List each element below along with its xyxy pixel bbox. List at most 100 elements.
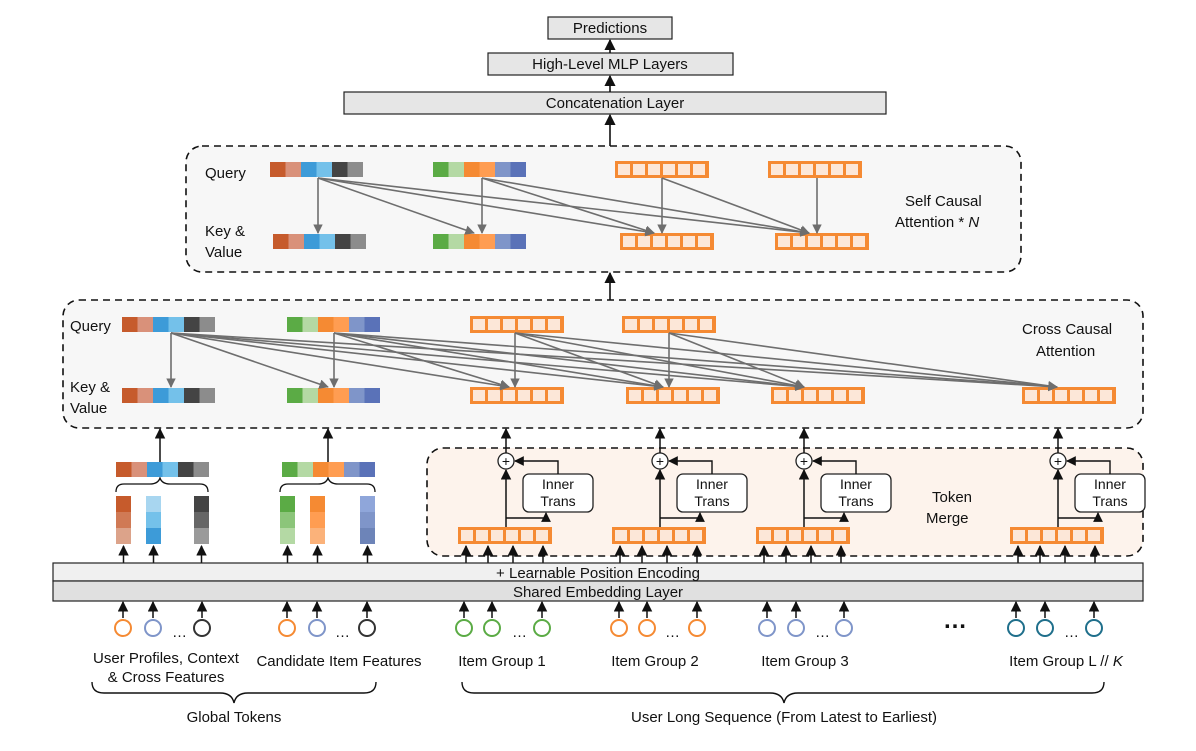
merged-seq-token-cell (789, 530, 801, 541)
position-encoding-label: + Learnable Position Encoding (496, 565, 700, 582)
self-key-seq-token-cell (683, 236, 695, 247)
cross-attention-arrow (170, 332, 329, 389)
token-merge-title-2: Merge (926, 510, 969, 527)
cross-key-user-token-cell (122, 388, 138, 403)
add-symbol: + (502, 453, 510, 469)
self-key-seq-token-cell (793, 236, 805, 247)
user-profile-stack (116, 496, 131, 544)
group1-item-circle (483, 619, 501, 637)
user-features-label-2: & Cross Features (108, 669, 225, 686)
self-attention-arrow (317, 177, 810, 237)
self-key-seq-token (620, 233, 714, 250)
self-query-candidate-token-cell (479, 162, 495, 177)
global-candidate-token-cell (359, 462, 375, 477)
group1-item-circle (455, 619, 473, 637)
cross-query-user-token-cell (184, 317, 200, 332)
self-query-seq-token-cell (678, 164, 690, 175)
position-encoding-layer: + Learnable Position Encoding (52, 562, 1144, 582)
merged-seq-token (612, 527, 706, 544)
merged-seq-token-cell (774, 530, 786, 541)
self-key-user-token-cell (335, 234, 351, 249)
merged-seq-token-cell (1058, 530, 1070, 541)
cross-attention-arrow (668, 332, 1058, 391)
self-query-candidate-token-cell (495, 162, 511, 177)
cross-attention-title-2: Attention (1036, 343, 1095, 360)
self-key-candidate-token-cell (464, 234, 480, 249)
candidate-stack-1-cell (280, 496, 295, 512)
cross-key-seq-token-cell (659, 390, 671, 401)
self-key-candidate-token-cell (433, 234, 449, 249)
cross-key-seq-token (1022, 387, 1116, 404)
cross-feature-stack-cell (194, 496, 209, 512)
merged-seq-token-cell (476, 530, 488, 541)
self-key-candidate-token-cell (448, 234, 464, 249)
self-key-seq-token-cell (698, 236, 710, 247)
self-query-seq-token (615, 161, 709, 178)
candidate-stack-3-cell (360, 496, 375, 512)
cross-key-candidate-token-cell (287, 388, 303, 403)
candidate-stack-1-cell (280, 528, 295, 544)
cross-key-seq-token-cell (473, 390, 485, 401)
global-user-token-cell (116, 462, 132, 477)
cross-query-seq-token-cell (518, 319, 530, 330)
cross-query-user-token (122, 317, 215, 332)
cross-query-seq-token-cell (685, 319, 697, 330)
groupL-item-circle (1007, 619, 1025, 637)
cross-key-user-token-cell (184, 388, 200, 403)
ellipsis-group2: … (665, 624, 680, 641)
input-features (114, 600, 1103, 637)
global-candidate-token-cell (344, 462, 360, 477)
candidate-features-label: Candidate Item Features (256, 653, 421, 670)
global-user-token-cell (131, 462, 147, 477)
group3-item-circle (835, 619, 853, 637)
cross-query-seq-token-cell (533, 319, 545, 330)
cross-attention-arrow (514, 332, 664, 389)
cross-key-user-token-cell (153, 388, 169, 403)
self-query-user-token-cell (347, 162, 363, 177)
global-candidate-token (282, 462, 375, 477)
cross-key-user-token (122, 388, 215, 403)
inner-trans-output-arrow (668, 456, 713, 474)
self-query-seq-token-cell (618, 164, 630, 175)
self-attention-arrow (317, 177, 655, 237)
candidate-stack-2-cell (310, 528, 325, 544)
user-feature-circle (114, 619, 132, 637)
cross-query-seq-token-cell (548, 319, 560, 330)
groupL-item-circle (1085, 619, 1103, 637)
self-query-seq-token-cell (831, 164, 843, 175)
global-tokens-label: Global Tokens (187, 709, 282, 726)
cross-key-candidate-token-cell (318, 388, 334, 403)
self-key-user-token-cell (273, 234, 289, 249)
self-attention-tokens (270, 161, 869, 250)
group3-label: Item Group 3 (761, 653, 849, 670)
token-merge-panel: Token Merge InnerTrans+InnerTrans+InnerT… (426, 427, 1146, 563)
self-query-seq-token-cell (633, 164, 645, 175)
shared-embedding-label: Shared Embedding Layer (513, 584, 683, 601)
cross-key-user-token-cell (168, 388, 184, 403)
cross-attention-arrows (166, 332, 1058, 392)
self-key-seq-token (775, 233, 869, 250)
self-key-seq-token-cell (823, 236, 835, 247)
merged-seq-token-cell (819, 530, 831, 541)
merged-seq-token-cell (1028, 530, 1040, 541)
self-query-seq-token-cell (801, 164, 813, 175)
predictions-label: Predictions (573, 20, 647, 37)
candidate-stack-2 (310, 496, 325, 544)
self-query-label: Query (205, 165, 246, 182)
merged-seq-token-cell (759, 530, 771, 541)
add-symbol: + (656, 453, 664, 469)
merged-seq-token-cell (1043, 530, 1055, 541)
self-attention-arrow (317, 177, 475, 235)
self-query-user-token-cell (285, 162, 301, 177)
cross-query-user-token-cell (199, 317, 215, 332)
self-query-seq-token-cell (663, 164, 675, 175)
candidate-stack-1 (280, 496, 295, 544)
candidate-group-brace (279, 475, 376, 493)
global-user-token-cell (178, 462, 194, 477)
cross-key-candidate-token-cell (333, 388, 349, 403)
cross-key-seq-token-cell (834, 390, 846, 401)
merged-seq-token (756, 527, 850, 544)
cross-key-candidate-token-cell (364, 388, 380, 403)
